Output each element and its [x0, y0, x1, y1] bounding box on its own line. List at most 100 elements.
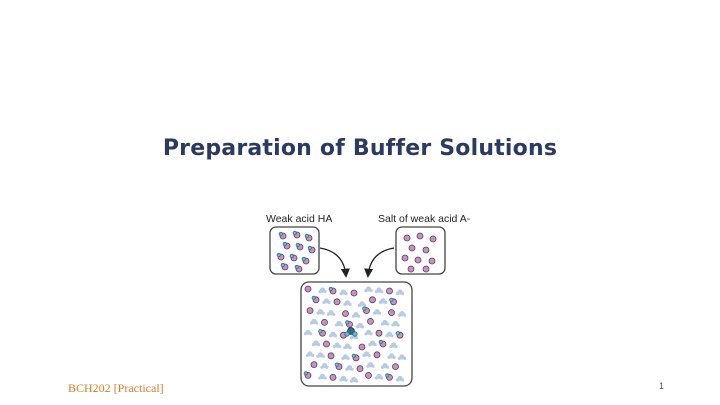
highlight-molecule [347, 327, 355, 335]
acid-hydrogen [278, 231, 283, 237]
anion-molecule [403, 234, 411, 242]
water-hydrogen [362, 353, 366, 357]
anion-molecule [373, 351, 381, 359]
acid-hydrogen [345, 320, 350, 325]
acid-hydrogen [389, 297, 394, 302]
anion-molecule [401, 254, 409, 262]
water-hydrogen [392, 355, 396, 359]
anion-molecule [407, 265, 415, 273]
water-hydrogen [339, 378, 343, 382]
water-hydrogen [323, 376, 327, 380]
acid-hydrogen [311, 295, 316, 300]
acid-hydrogen [282, 241, 287, 247]
water-hydrogen [322, 300, 326, 304]
water-hydrogen [316, 311, 320, 315]
water-hydrogen [320, 365, 324, 369]
acid-hydrogen [334, 362, 339, 367]
water-hydrogen [363, 303, 367, 307]
acid-hydrogen [295, 242, 300, 248]
water-hydrogen [384, 300, 388, 304]
water-hydrogen [338, 345, 342, 349]
highlight-hydrogen [352, 331, 358, 337]
water-hydrogen [345, 367, 349, 371]
anion-molecule [327, 352, 335, 360]
anion-molecule [321, 318, 328, 326]
water-hydrogen [357, 303, 361, 307]
water-hydrogen [369, 289, 373, 293]
water-hydrogen [361, 325, 365, 329]
anion-molecule [375, 329, 383, 337]
water-hydrogen [339, 292, 343, 296]
water-hydrogen [357, 314, 361, 318]
water-hydrogen [349, 379, 353, 383]
water-hydrogen [367, 353, 371, 357]
acid-hydrogen [292, 230, 297, 236]
anion-molecule [386, 287, 393, 295]
water-hydrogen [390, 334, 394, 338]
anion-molecule [342, 310, 349, 318]
water-hydrogen [315, 321, 319, 325]
salt-label: Salt of weak acid A- [378, 213, 471, 225]
water-hydrogen [403, 313, 407, 317]
water-hydrogen [380, 365, 384, 369]
water-hydrogen [334, 334, 338, 338]
water-hydrogen [386, 322, 390, 326]
water-hydrogen [397, 356, 401, 360]
anion-molecule [350, 289, 358, 297]
acid-hydrogen [294, 264, 299, 270]
water-hydrogen [344, 292, 348, 296]
water-hydrogen [364, 289, 368, 293]
water-hydrogen [323, 290, 327, 294]
water-hydrogen [387, 355, 391, 359]
water-hydrogen [350, 367, 354, 371]
water-hydrogen [396, 323, 400, 327]
anion-molecule [323, 340, 330, 348]
anion-molecule [310, 361, 318, 369]
water-hydrogen [355, 325, 359, 329]
water-hydrogen [364, 332, 368, 336]
footer-course-label: BCH202 [Practical] [68, 381, 164, 395]
anion-molecule [329, 373, 337, 381]
water-hydrogen [395, 292, 399, 296]
anion-molecule [422, 246, 430, 254]
water-hydrogen [401, 292, 405, 296]
water-hydrogen [321, 354, 325, 358]
water-hydrogen [380, 322, 384, 326]
water-hydrogen [368, 343, 372, 347]
salt-anions [401, 232, 437, 273]
water-hydrogen [328, 334, 332, 338]
water-hydrogen [311, 343, 315, 347]
acid-hydrogen [280, 262, 285, 268]
water-hydrogen [343, 302, 347, 306]
water-hydrogen [374, 376, 378, 380]
water-hydrogen [391, 323, 395, 327]
anion-molecule [416, 232, 424, 240]
anion-molecule [414, 256, 422, 264]
arrow-from-acid [319, 247, 350, 278]
buffer-molecules [303, 285, 407, 383]
water-hydrogen [346, 356, 350, 360]
water-hydrogen [389, 345, 393, 349]
water-hydrogen [366, 364, 370, 368]
water-hydrogen [397, 313, 401, 317]
water-hydrogen [355, 336, 359, 340]
anion-molecule [365, 371, 372, 379]
water-hydrogen [340, 323, 344, 327]
acid-hydrogen [328, 286, 333, 292]
water-hydrogen [321, 311, 325, 315]
acid-hydrogen [395, 331, 400, 336]
water-hydrogen [326, 312, 330, 316]
anion-molecule [428, 257, 436, 265]
water-hydrogen [305, 353, 309, 357]
water-hydrogen [317, 343, 321, 347]
acid-hydrogen [276, 252, 281, 258]
water-hydrogen [394, 345, 398, 349]
acid-hydrogen [304, 233, 309, 239]
acid-hydrogen [301, 256, 306, 262]
water-hydrogen [351, 314, 355, 318]
anion-molecule [369, 296, 376, 304]
water-hydrogen [344, 378, 348, 382]
acid-hydrogen [378, 339, 383, 345]
anion-molecule [408, 244, 416, 252]
